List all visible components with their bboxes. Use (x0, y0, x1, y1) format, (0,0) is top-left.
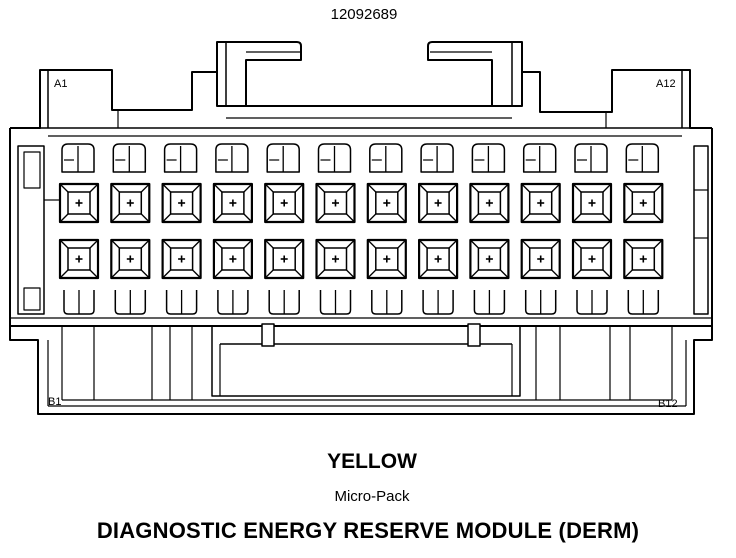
latch-window-a1 (61, 143, 95, 173)
latch-window-b3 (165, 290, 198, 315)
cavity-a6 (315, 182, 356, 224)
cavity-b6 (315, 238, 356, 280)
cavity-b5 (264, 238, 305, 280)
housing-body (9, 128, 713, 327)
cavity-a5 (264, 182, 305, 224)
cavity-b1 (58, 238, 100, 280)
latch-window-b11 (576, 290, 608, 315)
latch-window-a9 (471, 143, 506, 173)
latch-window-a12 (625, 143, 660, 173)
cavity-a12 (623, 182, 664, 224)
latch-window-a11 (574, 143, 608, 173)
latch-window-b2 (114, 290, 147, 315)
latch-window-a2 (112, 143, 147, 173)
latch-window-b1 (63, 290, 95, 315)
connector-color-label: YELLOW (0, 450, 736, 474)
cavity-b11 (571, 238, 613, 280)
cavity-b10 (520, 238, 561, 280)
latch-window-a3 (163, 143, 198, 173)
latch-window-a5 (266, 143, 300, 173)
latch-window-b8 (422, 290, 454, 315)
latch-window-b6 (319, 290, 352, 315)
connector-color-text: YELLOW (327, 450, 417, 473)
connector-family-label: Micro-Pack (0, 488, 736, 505)
latch-window-b4 (217, 290, 249, 315)
cavity-b7 (366, 238, 407, 280)
latch-window-a4 (215, 143, 249, 173)
module-title: DIAGNOSTIC ENERGY RESERVE MODULE (DERM) (96, 518, 640, 543)
cavity-a3 (161, 182, 202, 224)
cavity-a10 (520, 182, 561, 224)
cavity-b12 (623, 238, 664, 280)
cavity-a8 (418, 182, 459, 224)
cavity-b4 (212, 238, 253, 280)
pin-label-b12: B12 (658, 398, 678, 410)
cavity-a9 (469, 182, 510, 224)
pin-label-b1: B1 (48, 396, 62, 408)
latch-window-b7 (371, 290, 403, 315)
terminal-cavities (58, 143, 664, 315)
latch-window-b9 (473, 290, 506, 315)
cavity-b2 (110, 238, 151, 280)
cavity-a4 (212, 182, 253, 224)
latch-window-b12 (627, 290, 660, 315)
latch-window-b5 (268, 290, 300, 315)
housing-upper (10, 69, 712, 137)
latch-window-a6 (317, 143, 352, 173)
housing-lower (9, 323, 713, 415)
latch-window-a8 (420, 143, 454, 173)
cavity-a7 (366, 182, 407, 224)
cavity-a11 (571, 182, 613, 224)
cavity-b8 (418, 238, 459, 280)
cavity-b3 (161, 238, 202, 280)
part-number: 12092689 (0, 6, 736, 23)
latch-window-b10 (524, 290, 557, 315)
part-number-text: 12092689 (330, 6, 398, 23)
cavity-b9 (469, 238, 510, 280)
top-lock-tabs (216, 41, 523, 106)
cavity-a1 (58, 182, 100, 224)
pin-label-a12: A12 (656, 78, 676, 90)
cavity-a2 (110, 182, 151, 224)
latch-window-a10 (522, 143, 557, 173)
connector-family-text: Micro-Pack (334, 488, 410, 505)
pin-label-a1: A1 (54, 78, 68, 90)
latch-window-a7 (369, 143, 403, 173)
